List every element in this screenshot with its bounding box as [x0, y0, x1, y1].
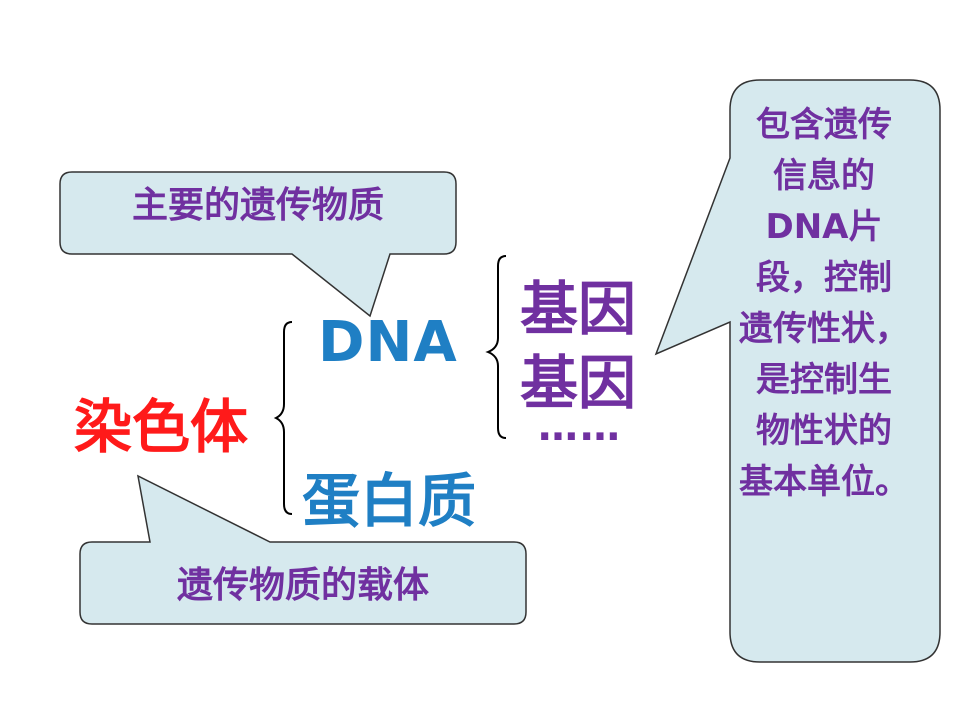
- ellipsis-label: ……: [538, 404, 622, 450]
- gene-definition-line: 段，控制: [756, 258, 892, 298]
- callout-main-genetic-material-text: 主要的遗传物质: [131, 185, 384, 226]
- gene-definition-line: 遗传性状，: [739, 309, 909, 349]
- gene-definition-line: 包含遗传: [756, 105, 892, 145]
- gene-label-2: 基因: [520, 349, 637, 417]
- gene-definition-line: 物性状的: [756, 411, 892, 451]
- callout-gene-definition-shape: [654, 79, 941, 663]
- gene-definition-line: 是控制生: [756, 360, 892, 400]
- callout-carrier-text: 遗传物质的载体: [176, 565, 429, 606]
- callout-gene-definition-text: 包含遗传 信息的 DNA片 段，控制 遗传性状， 是控制生 物性状的 基本单位。: [724, 100, 924, 508]
- gene-definition-line: 信息的: [773, 156, 875, 196]
- dna-brace: [485, 255, 507, 439]
- protein-label: 蛋白质: [302, 467, 477, 535]
- callout-carrier-shape: [79, 474, 527, 625]
- gene-definition-line: 基本单位。: [739, 462, 909, 502]
- chromosome-label: 染色体: [74, 393, 249, 461]
- gene-label-1: 基因: [520, 275, 637, 343]
- gene-definition-line: DNA片: [765, 207, 883, 247]
- dna-label: DNA: [318, 310, 458, 375]
- chromosome-brace: [273, 321, 293, 515]
- callout-main-genetic-material-shape: [59, 171, 457, 318]
